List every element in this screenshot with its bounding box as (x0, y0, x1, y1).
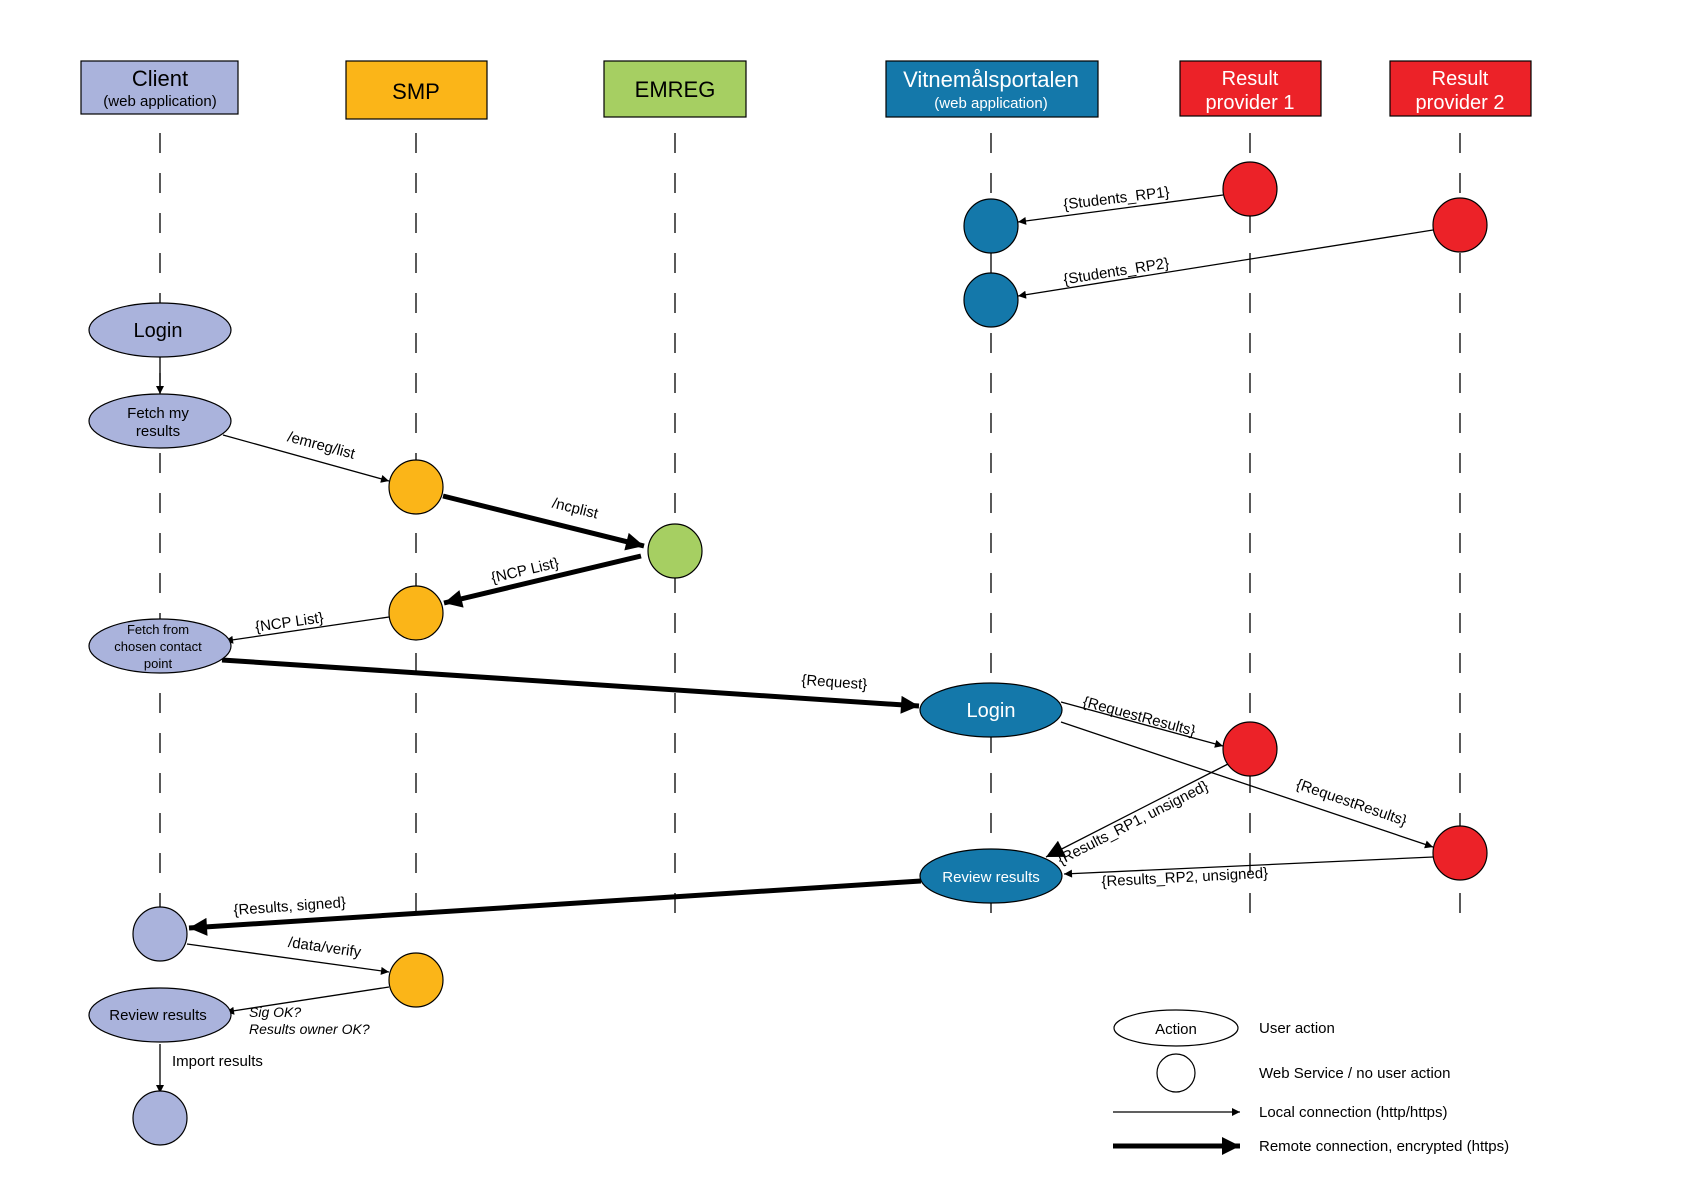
smp-verify-node (388, 952, 444, 1008)
lane-rp2-title-line2: provider 2 (1416, 92, 1505, 114)
label-request-results-rp2: {RequestResults} (1294, 776, 1409, 830)
lane-rp1-box (1179, 60, 1322, 117)
arrow-students-rp1 (1017, 194, 1224, 225)
arrow-results-rp2 (1063, 856, 1434, 878)
lane-rp1-title-line1: Result (1222, 68, 1279, 90)
lane-smp-box (345, 60, 488, 120)
fetch-my-results-label-line1: Fetch my (127, 405, 189, 422)
legend-web-service-circle (1156, 1053, 1196, 1093)
portal-review-results-label: Review results (942, 869, 1040, 886)
portal-review-results-action (919, 848, 1063, 904)
label-sig-ok: Sig OK? (249, 1004, 301, 1020)
arrow-students-rp2 (1017, 229, 1434, 299)
emreg-ncplist-node (647, 523, 703, 579)
legend-web-service: Web Service / no user action (1259, 1065, 1450, 1082)
portal-login-label: Login (967, 700, 1016, 722)
lane-rp2-title-line1: Result (1432, 68, 1489, 90)
client-receive-node (132, 906, 188, 962)
client-login-action (88, 302, 232, 358)
lane-client-title: Client (132, 66, 188, 91)
arrow-request-results-rp1 (1060, 701, 1224, 748)
portal-students-rp2-node (963, 272, 1019, 328)
rp1-students-node (1222, 161, 1278, 217)
legend-local-connection: Local connection (http/https) (1259, 1104, 1447, 1121)
message-labels: {Students_RP1} {Students_RP2} /emreg/lis… (172, 184, 1409, 1070)
arrow-results-signed (188, 878, 922, 936)
fetch-contact-point-label-line2: chosen contact (114, 639, 202, 654)
lane-rp1: Result provider 1 (1179, 60, 1322, 117)
lane-portal-subtitle: (web application) (934, 95, 1047, 112)
lane-smp-title: SMP (392, 79, 440, 104)
arrows (156, 194, 1434, 1093)
fetch-my-results-action (88, 393, 232, 449)
arrow-ncp-list-to-client (224, 616, 390, 644)
lane-portal: Vitnemålsportalen (web application) (885, 60, 1099, 118)
legend-user-action: User action (1259, 1020, 1335, 1037)
lane-emreg-box (603, 60, 747, 118)
lane-rp2-box (1389, 60, 1532, 117)
arrow-sig-ok (225, 986, 390, 1015)
label-emreg-list: /emreg/list (286, 428, 358, 463)
legend: Action User action Web Service / no user… (1113, 1009, 1509, 1155)
lane-portal-title: Vitnemålsportalen (903, 67, 1079, 92)
client-review-results-label: Review results (109, 1007, 207, 1024)
label-request-results-rp1: {RequestResults} (1081, 693, 1197, 739)
label-students-rp2: {Students_RP2} (1062, 255, 1170, 288)
lane-client: Client (web application) (80, 60, 239, 115)
rp1-request-node (1222, 721, 1278, 777)
lane-emreg-title: EMREG (635, 77, 716, 102)
label-results-signed: {Results, signed} (233, 894, 346, 919)
arrow-ncplist (442, 493, 645, 551)
smp-ncp-list-node (388, 585, 444, 641)
lane-client-subtitle: (web application) (103, 93, 216, 110)
fetch-contact-point-label-line1: Fetch from (127, 622, 189, 637)
lane-portal-box (885, 60, 1099, 118)
lane-rp2: Result provider 2 (1389, 60, 1532, 117)
label-ncplist: /ncplist (550, 495, 600, 523)
client-review-results-action (88, 987, 232, 1043)
label-import-results: Import results (172, 1053, 263, 1070)
arrow-data-verify (186, 943, 390, 975)
lane-rp1-title-line2: provider 1 (1206, 92, 1295, 114)
label-results-rp1: {Results_RP1, unsigned} (1055, 778, 1211, 869)
legend-action-ellipse (1113, 1009, 1239, 1047)
arrow-ncp-list-from-emreg (443, 553, 642, 608)
rp2-students-node (1432, 197, 1488, 253)
arrow-emreg-list (222, 434, 390, 483)
label-request: {Request} (801, 672, 868, 694)
nodes: Login Fetch my results Fetch from chosen… (88, 161, 1488, 1146)
fetch-contact-point-label-line3: point (144, 656, 173, 671)
smp-emreg-list-node (388, 459, 444, 515)
arrow-results-rp1 (1045, 763, 1229, 858)
arrow-request-results-rp2 (1060, 721, 1434, 849)
client-login-label: Login (134, 320, 183, 342)
label-owner-ok: Results owner OK? (249, 1021, 370, 1037)
lane-smp: SMP (345, 60, 488, 120)
fetch-contact-point-action (88, 618, 232, 674)
lane-client-box (80, 60, 239, 115)
fetch-my-results-label-line2: results (136, 423, 180, 440)
portal-login-action (919, 682, 1063, 738)
label-results-rp2: {Results_RP2, unsigned} (1101, 865, 1268, 891)
rp2-request-node (1432, 825, 1488, 881)
label-data-verify: /data/verify (287, 934, 363, 961)
legend-remote-connection: Remote connection, encrypted (https) (1259, 1138, 1509, 1155)
lane-emreg: EMREG (603, 60, 747, 118)
client-import-node (132, 1090, 188, 1146)
legend-action-sample: Action (1155, 1021, 1197, 1038)
portal-students-rp1-node (963, 198, 1019, 254)
arrow-request (221, 657, 920, 714)
